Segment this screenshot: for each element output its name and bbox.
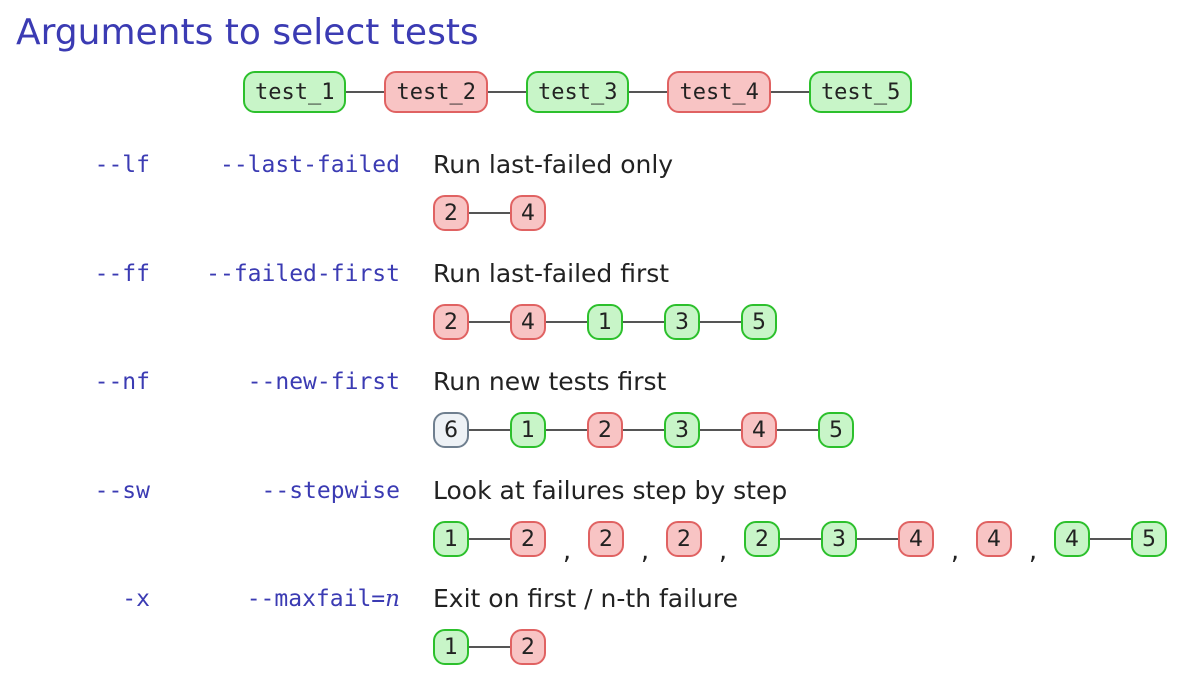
connector-line — [546, 321, 587, 323]
long-option: --stepwise — [262, 478, 400, 504]
test-node-fail: 2 — [588, 521, 624, 557]
connector-line — [469, 538, 510, 540]
connector-line — [623, 321, 664, 323]
test-node-pass: 2 — [744, 521, 780, 557]
test-node-fail: 4 — [510, 304, 546, 340]
test-node-pass: 5 — [741, 304, 777, 340]
connector-line — [469, 429, 510, 431]
group-separator: , — [1028, 536, 1038, 566]
long-option: --failed-first — [206, 261, 400, 287]
test-node-pass: 1 — [433, 629, 469, 665]
connector-line — [780, 538, 821, 540]
long-option-text: --maxfail= — [246, 586, 386, 612]
option-description: Run last-failed first — [433, 259, 670, 288]
option-description: Run last-failed only — [433, 150, 674, 179]
connector-line — [1090, 538, 1131, 540]
test-node-fail: 4 — [976, 521, 1012, 557]
test-node-fail: 2 — [510, 629, 546, 665]
test-node-pass: 1 — [587, 304, 623, 340]
long-option-text: --last-failed — [219, 152, 400, 178]
test-node-pass: 3 — [664, 304, 700, 340]
long-option-text: --new-first — [247, 369, 400, 395]
test-node-pass: test_1 — [243, 71, 347, 113]
long-option-text: --failed-first — [206, 261, 400, 287]
long-option: --new-first — [248, 369, 400, 395]
connector-line — [770, 91, 809, 93]
connector-line — [469, 212, 510, 214]
connector-line — [469, 646, 510, 648]
short-option: --lf — [94, 152, 150, 178]
connector-line — [487, 91, 526, 93]
option-description: Exit on first / n-th failure — [433, 584, 738, 613]
test-node-fail: 4 — [898, 521, 934, 557]
test-order-flow: 6 1 2 3 4 5 — [433, 412, 854, 448]
short-option: -x — [122, 586, 150, 612]
connector-line — [777, 429, 818, 431]
option-description: Run new tests first — [433, 367, 667, 396]
connector-line — [629, 91, 668, 93]
connector-line — [346, 91, 385, 93]
test-node-fail: 4 — [510, 195, 546, 231]
test-node-fail: test_4 — [667, 71, 771, 113]
long-option: --maxfail=n — [247, 586, 400, 612]
group-separator: , — [640, 536, 650, 566]
test-node-pass: 4 — [1054, 521, 1090, 557]
test-node-fail: 2 — [510, 521, 546, 557]
test-node-fail: 2 — [433, 195, 469, 231]
test-node-pass: 5 — [1131, 521, 1167, 557]
connector-line — [857, 538, 898, 540]
option-variable: n — [385, 586, 400, 612]
test-order-flow: 1 2, 2, 2, 2 3 4, 4, 4 5 — [433, 521, 1167, 566]
group-separator: , — [950, 536, 960, 566]
test-node-fail: 2 — [666, 521, 702, 557]
test-node-fail: test_2 — [384, 71, 488, 113]
test-order-flow: 2 4 1 3 5 — [433, 304, 777, 340]
test-node-fail: 2 — [433, 304, 469, 340]
connector-line — [700, 321, 741, 323]
test-node-pass: 3 — [821, 521, 857, 557]
long-option-text: --stepwise — [261, 478, 400, 504]
test-node-fail: 4 — [741, 412, 777, 448]
header-test-flow: test_1 test_2 test_3 test_4 test_5 — [243, 71, 913, 113]
test-node-pass: 5 — [818, 412, 854, 448]
test-node-new: 6 — [433, 412, 469, 448]
group-separator: , — [718, 536, 728, 566]
test-node-pass: 1 — [433, 521, 469, 557]
long-option: --last-failed — [220, 152, 400, 178]
group-separator: , — [562, 536, 572, 566]
connector-line — [700, 429, 741, 431]
short-option: --sw — [94, 478, 150, 504]
test-node-fail: 2 — [587, 412, 623, 448]
test-node-pass: test_3 — [525, 71, 630, 113]
test-node-pass: test_5 — [808, 71, 913, 113]
page-title: Arguments to select tests — [16, 12, 479, 53]
test-node-pass: 3 — [664, 412, 700, 448]
short-option: --nf — [94, 369, 150, 395]
option-description: Look at failures step by step — [433, 476, 788, 505]
connector-line — [546, 429, 587, 431]
connector-line — [469, 321, 510, 323]
connector-line — [623, 429, 664, 431]
test-node-pass: 1 — [510, 412, 546, 448]
short-option: --ff — [94, 261, 150, 287]
